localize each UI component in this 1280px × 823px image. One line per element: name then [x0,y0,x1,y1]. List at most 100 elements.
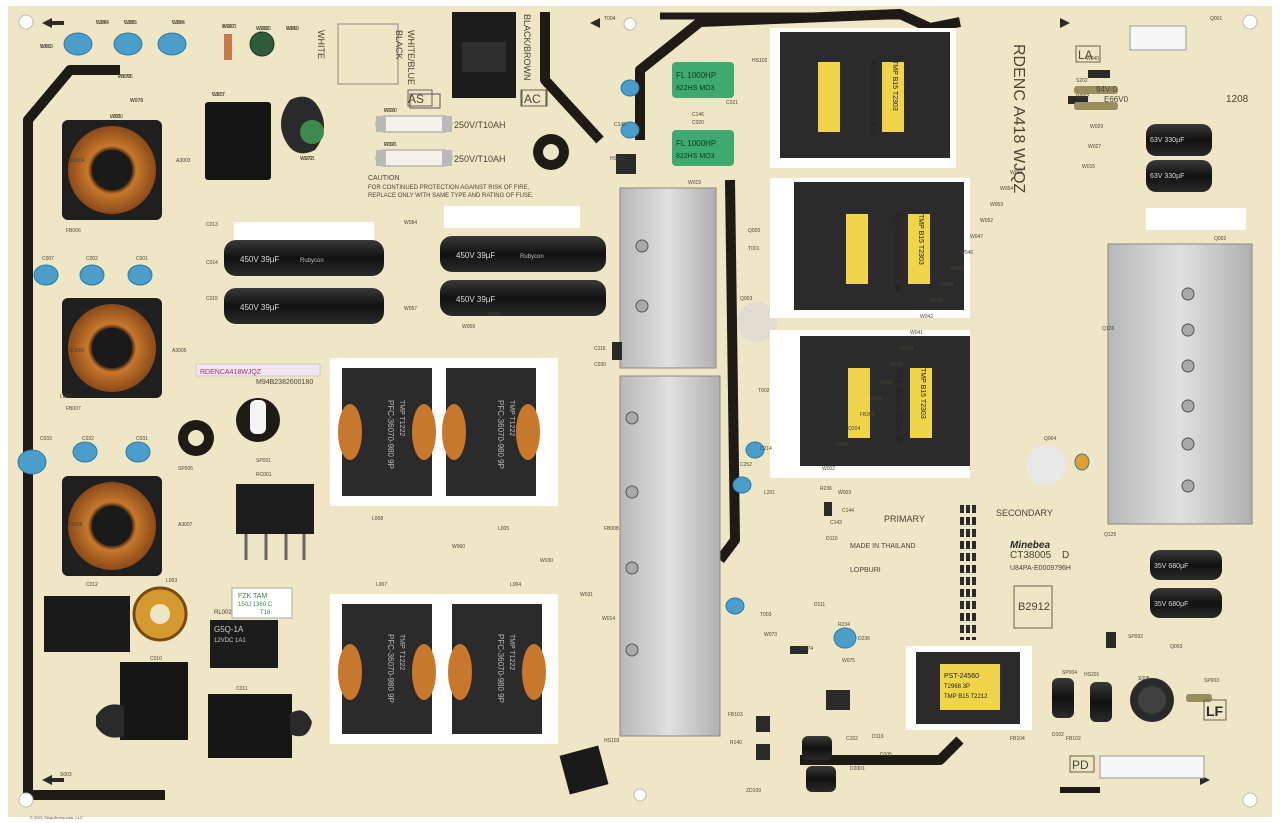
bulk-cap-text-2: 450V 39µF [240,303,279,312]
pfc-coil-sub-3: TMP T1222 [398,634,405,670]
mounting-hole-icon [18,14,1258,808]
transformer-t001-label: PST-45560-2330A 3P [868,60,877,137]
ref-designator: SP003 [1204,678,1219,684]
ref-designator: W041 [910,330,923,336]
copyright: © 2021 ShopJimmy.com, LLC [30,815,83,820]
ref-designator: L003 [166,578,177,584]
ref-designator: W043 [930,298,943,304]
ref-designator: W065 [124,20,137,26]
connector-cn201 [1129,25,1187,51]
ref-designator: C144 [842,508,854,514]
ref-designator: W079 [130,98,143,104]
isolation-barrier [960,505,976,640]
ref-designator: W016 [880,380,893,386]
ref-designator: W073 [764,632,777,638]
ref-designator: W029 [1090,124,1103,130]
ref-designator: C032 [82,436,94,442]
bulk-cap-brand-2: Rubycon [520,254,544,260]
thermal-fuse-label [231,587,293,619]
pfc-inductor [330,358,558,744]
ref-designator: W067 [222,24,235,30]
ref-designator: Q002 [1214,236,1226,242]
ref-designator: W014 [602,616,615,622]
wire-black-brown-label: BLACK/BROWN [522,14,532,81]
t004-sub: T2968 3P [944,684,970,690]
transformer-t003-sub: TMP B15 T2303 [919,368,926,419]
ref-designator: D102 [1052,732,1064,738]
ref-designator: A3006 [70,348,85,354]
ref-designator: W080 [110,114,123,120]
ref-designator: L201 [764,490,775,496]
ref-designator: W040 [1086,56,1099,62]
ref-designator: T002 [758,388,770,394]
ref-designator: W077 [212,92,225,98]
barcode-label: M94B2382600180 [256,379,313,386]
ref-designator: HS101 [610,156,626,162]
ref-designator: W076 [130,98,143,104]
transformer-t001-sub: TMP B15 T2303 [891,60,898,111]
ref-designator: W059 [462,324,475,330]
sec-cap2-text-1: 35V 680µF [1154,563,1188,570]
ref-designator: C146 [692,112,704,118]
part-number: CT38005 [1010,550,1052,561]
film-cap-text-1: FL 1000HP [676,71,716,80]
ref-designator: W057 [404,306,417,312]
ref-designator: W027 [1088,144,1101,150]
ref-designator: Q001 [1210,16,1222,22]
bulk-cap-text-3: 450V 39µF [456,251,495,260]
ref-designator: SP002 [1128,634,1143,640]
relay-model: G5Q-1A [214,625,244,634]
ref-designator: W047 [970,234,983,240]
ref-designator: W068 [256,26,269,32]
ref-designator: SP005 [178,466,193,472]
ref-designator: W071 [384,142,397,148]
ref-designator: S202 [1076,78,1088,84]
ul-rating: 94V-0 [1096,85,1117,94]
ref-designator: D110 [826,536,838,542]
relay-ref: RL002 [214,610,232,616]
t004-label: PST-24560 [944,673,979,680]
ref-designator: C007 [42,256,54,262]
ref-designator: FB007 [66,406,81,412]
transformer-t002-label: PST-45560-2330A 3P [892,214,901,291]
part-revision: D [1062,550,1069,561]
ref-designator: C013 [206,222,218,228]
ref-designator: C010 [150,656,162,662]
bridge-rectifier [236,484,314,534]
ref-designator: A3003 [176,158,191,164]
sec-cap2-text-2: 35V 680µF [1154,601,1188,608]
ref-designator: Q126 [1102,326,1114,332]
ref-designator: C021 [726,100,738,106]
ref-designator: FB205 [860,412,875,418]
caution-line1: FOR CONTINUED PROTECTION AGAINST RISK OF… [368,185,530,191]
ref-designator: Q004 [1044,436,1056,442]
ref-designator: Q204 [848,426,860,432]
pfc-coil-sub-4: TMP T1222 [508,634,515,670]
model-text-1: RDENC [1010,44,1027,101]
sec-cap-text-1: 63V 330µF [1150,137,1184,144]
ref-designator: W069 [286,26,299,32]
wire-white-blue-label: WHITE/BLUE [406,30,416,85]
ref-designator: W055 [1010,170,1023,176]
film-capacitor [672,62,734,98]
ref-designator: FB006 [66,228,81,234]
ref-designator: W044 [940,282,953,288]
connector-ac-label: AC [524,92,541,106]
ref-designator: C145 [614,122,626,128]
barcode-text: RDENCA418WJQZ [200,369,262,376]
ref-designator: Q005 [748,228,760,234]
ref-designator: C152 [846,736,858,742]
caution-line2: REPLACE ONLY WITH SAME TYPE AND RATING O… [368,193,534,199]
ref-designator: W060 [452,544,465,550]
ref-designator: C002 [86,256,98,262]
ref-designator: HS102 [752,58,768,64]
ref-designator: S003 [60,772,72,778]
ref-designator: ZD109 [746,788,761,794]
ref-designator: T004 [604,16,616,22]
city-label: LOPBURI [850,567,881,574]
ref-designator: RC001 [256,472,272,478]
ref-designator: W002 [822,466,835,472]
ref-designator: VS001 [300,156,315,162]
